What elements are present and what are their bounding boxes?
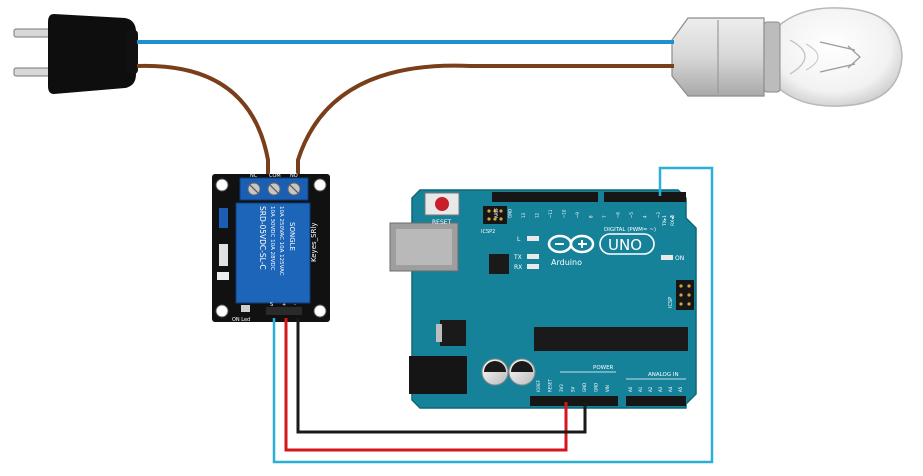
terminal-label-nc: NC [250,173,258,179]
arduino-logo-icon [547,234,595,254]
power-plug-icon [13,14,138,94]
digital-header-right [604,192,686,202]
digital-pin-label-4: ~11 [548,209,553,218]
terminal-label-com: COM [269,173,281,179]
power-pin-label-0: IOREF [536,379,541,392]
analog-pin-label-0: A0 [628,386,633,392]
brown-wire-plug-to-relay [136,63,270,178]
power-pin-label-2: 3V3 [559,384,564,392]
digital-label: DIGITAL (PWM= ~) [604,227,656,233]
led-l-label: L [517,236,521,243]
icsp2-label: ICSP2 [481,229,495,235]
digital-pin-label-0: AREF [494,207,499,218]
icsp-label: ICSP [668,297,674,308]
relay-pin-s: S [270,302,273,308]
digital-pin-label-13: 2 [670,215,675,218]
relay-rating-1: 10A 250VAC 10A 125VAC [278,206,284,276]
mains-wires [136,40,674,178]
digital-pin-label-3: 12 [535,212,540,218]
digital-pin-label-6: ~9 [575,212,580,218]
relay-cube [235,202,311,304]
led-tx-label: TX [513,254,522,261]
digital-pin-label-5: ~10 [562,209,567,218]
digital-pin-label-10: ~5 [629,212,634,218]
power-pin-label-4: GND [582,383,587,392]
digital-header-left [492,192,598,202]
power-label: POWER [593,365,614,371]
red-vcc-wire [284,318,568,452]
power-pin-labels: IOREF RESET 3V3 5V GND GND VIN [536,379,610,392]
tx-label: TX▸1 [662,215,668,227]
rx-label: RX◂0 [670,215,676,226]
analog-pin-labels: A0 A1 A2 A3 A4 A5 [628,386,683,392]
relay-led-label: ON Led [232,317,250,323]
power-pin-label-1: RESET [548,379,553,392]
relay-pin-header [266,307,302,315]
digital-pin-label-8: 7 [602,215,607,218]
digital-pin-label-12: ~3 [656,212,661,218]
analog-pin-label-2: A2 [648,386,653,392]
digital-pin-label-7: 8 [589,215,594,218]
power-pin-label-5: GND [594,383,599,392]
terminal-label-no: NO [290,173,298,179]
relay-rating-2: 10A 30VDC 10A 28VDC [269,206,275,271]
atmega-chip [534,327,688,351]
power-pin-label-6: VIN [605,385,610,392]
analog-label: ANALOG IN [648,372,679,378]
voltage-regulator-chip [489,254,509,274]
regulator-chip [440,320,466,346]
digital-pin-label-9: ~6 [616,212,621,218]
digital-pin-label-11: 4 [643,215,648,218]
analog-pin-label-5: A5 [678,386,683,392]
icsp2-header [483,206,507,224]
relay-pin-plus: + [282,302,286,308]
led-rx-label: RX [514,264,522,271]
signal-wires [272,166,714,464]
analog-pin-label-3: A3 [658,386,663,392]
analog-pin-label-1: A1 [638,386,643,392]
power-pin-label-3: 5V [571,386,576,392]
relay-brand: SONGLE [288,222,296,251]
cyan-signal-wire [272,166,714,464]
digital-pin-label-1: GND [508,209,513,218]
power-header [530,396,618,406]
analog-header [626,396,686,406]
relay-model: SRD-05VDC-SL-C [258,206,267,270]
uno-logo-text: UNO [608,236,642,254]
relay-pin-minus: - [294,302,296,308]
arduino-brand: Arduino [551,258,582,267]
analog-pin-label-4: A4 [668,386,673,392]
digital-pin-labels: AREF GND 13 12 ~11 ~10 ~9 8 7 ~6 ~5 4 ~3 2 [494,207,675,218]
brown-wire-relay-to-bulb [296,63,674,178]
reset-label: RESET [432,219,452,226]
black-gnd-wire [296,318,587,434]
relay-brand-label: Keyes_SRly [310,222,318,262]
relay-cube-text: SONGLE 10A 250VAC 10A 125VAC 10A 30VDC 1… [258,206,296,276]
light-bulb-icon [671,7,903,107]
relay-module: NC COM NO SONGLE 10A 250VAC 10A 125VAC 1… [212,173,330,323]
digital-pin-label-2: 13 [521,212,526,218]
on-label: ON [675,255,684,262]
icsp-header [676,280,694,310]
